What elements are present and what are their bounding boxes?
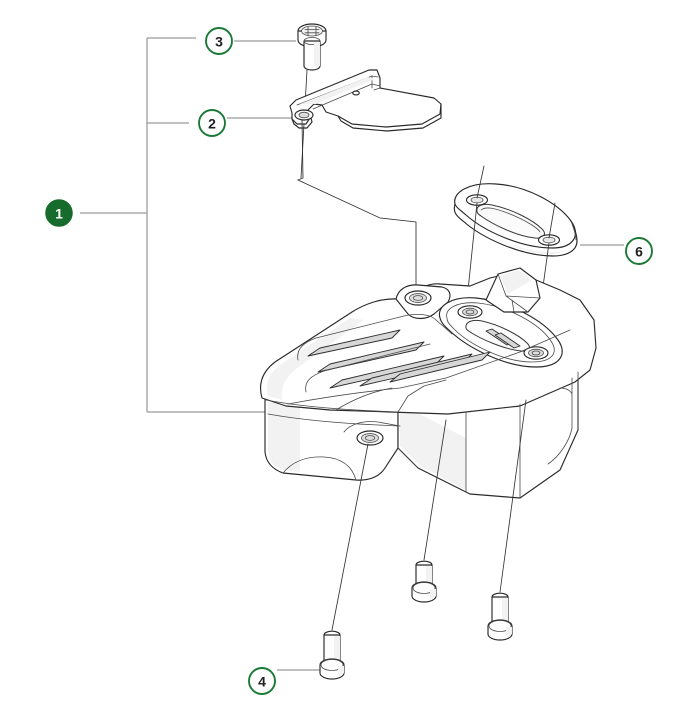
bolt-alignment-lines — [331, 399, 527, 631]
callout-2-circle[interactable] — [198, 109, 226, 137]
part-exhaust-gasket — [453, 183, 578, 257]
callout-3[interactable]: 3 — [205, 27, 233, 55]
callout-1-label: 1 — [55, 206, 63, 222]
callout-3-label: 3 — [215, 34, 223, 50]
part-heat-shield-bracket — [289, 69, 442, 132]
callout-1-circle[interactable] — [45, 199, 73, 227]
bolt-line-right — [499, 399, 527, 593]
gasket-line-top-right — [548, 202, 556, 239]
part-bolt-left — [319, 630, 345, 680]
callout-2[interactable]: 2 — [198, 109, 226, 137]
part-upper-screw — [297, 23, 327, 71]
callout-3-circle[interactable] — [205, 27, 233, 55]
part-bolt-right — [487, 592, 513, 641]
muffler-ribs — [307, 329, 491, 389]
callout-4-label: 4 — [258, 674, 266, 690]
callout-6-circle[interactable] — [625, 237, 653, 265]
callout-4[interactable]: 4 — [248, 667, 276, 695]
callout-1[interactable]: 1 — [45, 199, 73, 227]
part-bolt-middle — [411, 560, 437, 603]
callout-4-circle[interactable] — [248, 667, 276, 695]
callout-6[interactable]: 6 — [625, 237, 653, 265]
callout-2-label: 2 — [208, 116, 216, 132]
bolt-line-middle — [423, 419, 447, 561]
part-muffler-body — [259, 267, 597, 499]
bolt-line-left — [331, 443, 369, 631]
group-bracket — [80, 37, 272, 413]
assembly-line-bracket-to-muffler — [296, 119, 417, 296]
gasket-line-top-left — [476, 165, 485, 199]
callout-6-label: 6 — [635, 244, 643, 260]
leader-lines — [227, 40, 624, 671]
